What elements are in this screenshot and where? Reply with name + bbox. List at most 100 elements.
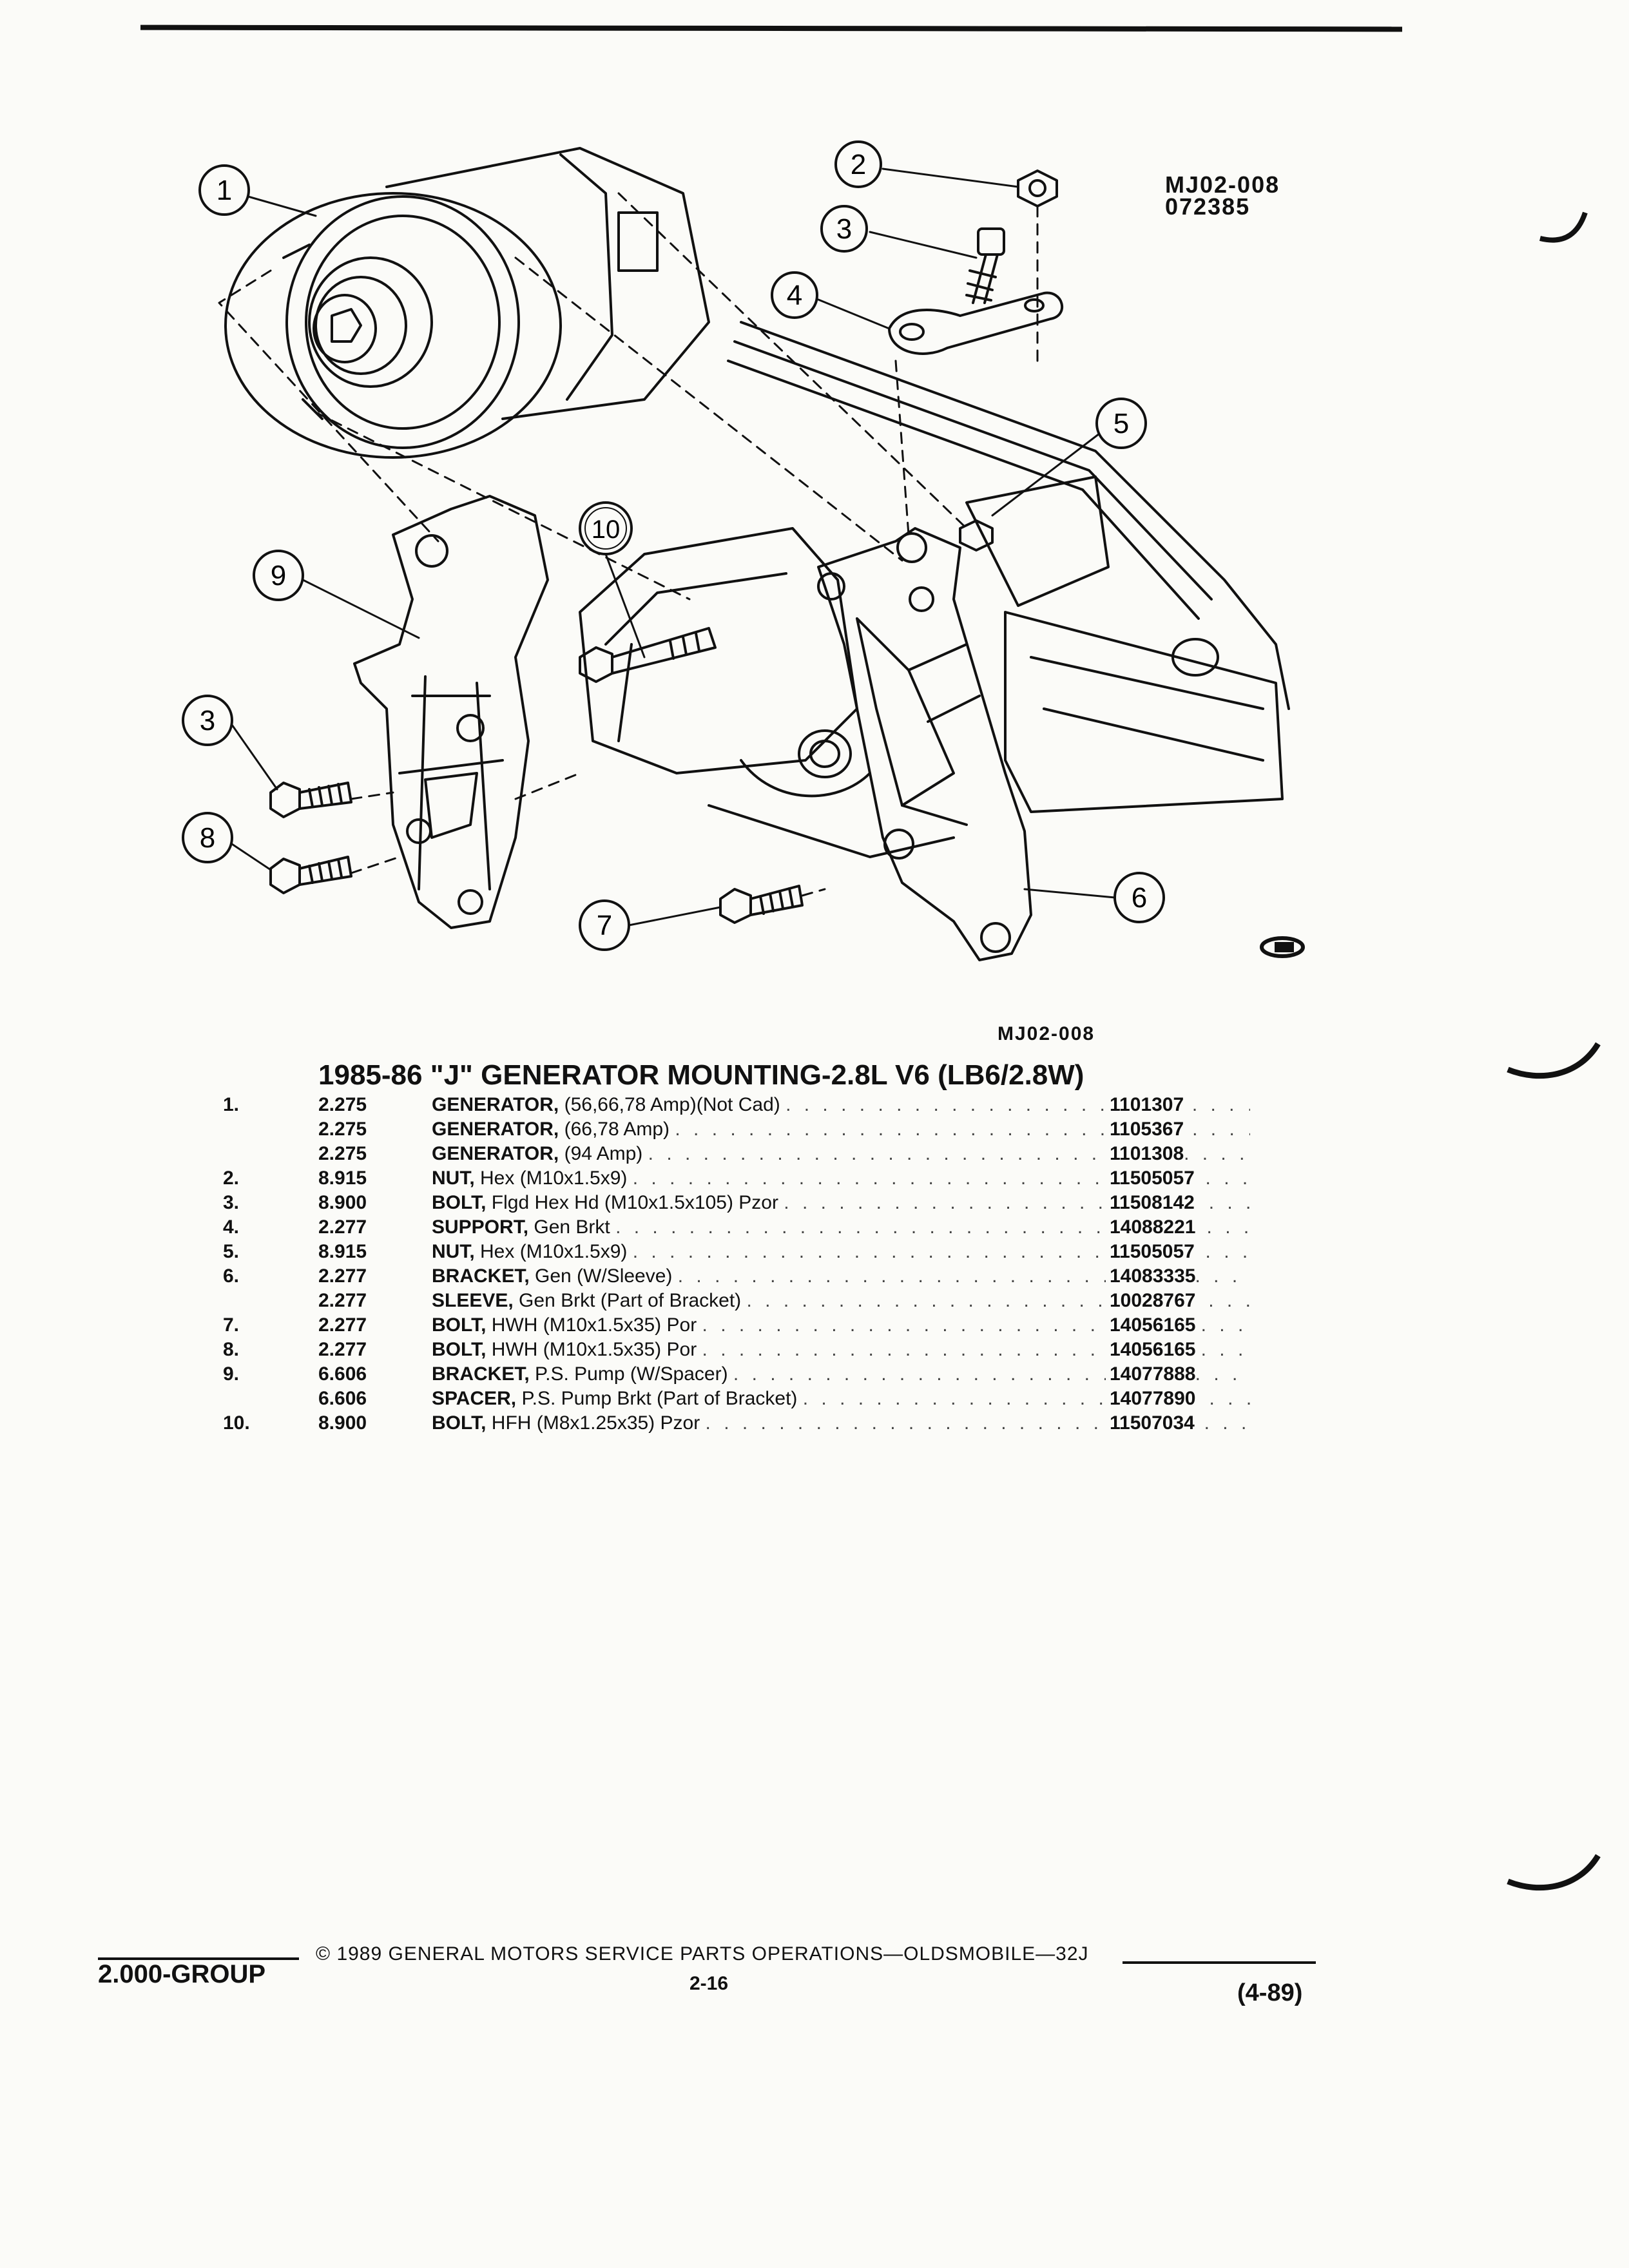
part-number: 14083335 <box>1106 1265 1196 1287</box>
part-name: GENERATOR, <box>432 1119 559 1140</box>
part-name: SPACER, <box>432 1388 517 1409</box>
engine-block-drawing <box>579 321 1290 858</box>
callout-2: 2 <box>834 140 882 188</box>
item-number: 4. <box>223 1216 240 1238</box>
item-number: 2. <box>223 1168 240 1189</box>
callout-6: 6 <box>1113 872 1165 923</box>
footer-group: 2.000-GROUP <box>98 1960 266 1988</box>
part-detail: Gen Brkt <box>528 1216 610 1238</box>
item-number: 6. <box>223 1265 240 1287</box>
part-name: NUT, <box>432 1241 475 1262</box>
nut-bolt-support-drawing <box>888 169 1063 552</box>
part-number: 14077890 <box>1106 1388 1196 1410</box>
callout-1: 1 <box>198 164 250 216</box>
callout-7: 7 <box>579 899 630 951</box>
part-detail: Flgd Hex Hd (M10x1.5x105) Pzor <box>486 1192 778 1213</box>
footer-copyright: © 1989 GENERAL MOTORS SERVICE PARTS OPER… <box>316 1943 1089 1965</box>
part-detail: (94 Amp) <box>559 1143 643 1164</box>
part-number: 11508142 <box>1106 1192 1195 1214</box>
bolts-drawing <box>269 627 804 924</box>
footer-page-number: 2-16 <box>689 1973 729 1994</box>
callout-9: 9 <box>253 550 304 601</box>
item-number: 3. <box>223 1192 240 1213</box>
callout-5: 5 <box>1095 398 1147 449</box>
margin-tick-2 <box>1507 1042 1601 1079</box>
part-number: 11505057 <box>1106 1168 1195 1189</box>
svg-text:9: 9 <box>271 560 286 591</box>
group-number: 8.900 <box>318 1412 367 1434</box>
part-name: BOLT, <box>432 1192 487 1213</box>
part-name: BOLT, <box>432 1412 487 1434</box>
part-number: 1101307 <box>1106 1094 1184 1116</box>
part-number: 10028767 <box>1106 1290 1196 1312</box>
group-number: 2.275 <box>318 1143 367 1164</box>
part-detail: Gen (W/Sleeve) <box>529 1265 673 1287</box>
part-name: BOLT, <box>432 1314 487 1336</box>
svg-text:8: 8 <box>200 822 215 854</box>
callout-4: 4 <box>771 271 818 319</box>
part-number: 14077888 <box>1106 1363 1196 1385</box>
exploded-view-lines <box>218 192 1039 897</box>
footer-date: (4-89) <box>1237 1979 1303 2006</box>
group-number: 6.606 <box>318 1388 367 1409</box>
svg-text:2: 2 <box>851 149 866 180</box>
ps-pump-bracket-drawing <box>353 495 549 929</box>
part-name: NUT, <box>432 1168 475 1189</box>
part-detail: (66,78 Amp) <box>559 1119 670 1140</box>
part-name: BOLT, <box>432 1339 487 1360</box>
parts-row: 6.606 SPACER, P.S. Pump Brkt (Part of Bra… <box>193 1388 1250 1412</box>
group-number: 8.915 <box>318 1168 367 1189</box>
svg-text:1: 1 <box>217 175 232 206</box>
group-number: 8.900 <box>318 1192 367 1213</box>
callout-3-left: 3 <box>182 695 233 746</box>
part-detail: (56,66,78 Amp)(Not Cad) <box>559 1094 780 1115</box>
group-number: 2.277 <box>318 1265 367 1287</box>
item-number: 5. <box>223 1241 240 1262</box>
svg-text:10: 10 <box>592 515 621 544</box>
part-detail: HFH (M8x1.25x35) Pzor <box>486 1412 700 1434</box>
part-detail: P.S. Pump Brkt (Part of Bracket) <box>516 1388 798 1409</box>
svg-text:3: 3 <box>836 213 852 245</box>
part-name: SLEEVE, <box>432 1290 514 1311</box>
part-detail: Gen Brkt (Part of Bracket) <box>513 1290 742 1311</box>
group-number: 2.277 <box>318 1290 367 1311</box>
callout-3-top: 3 <box>820 205 868 253</box>
part-number: 14056165 <box>1106 1339 1196 1361</box>
group-number: 8.915 <box>318 1241 367 1262</box>
part-detail: HWH (M10x1.5x35) Por <box>486 1339 697 1360</box>
group-number: 2.277 <box>318 1314 367 1336</box>
svg-text:5: 5 <box>1113 408 1129 439</box>
margin-tick-1 <box>1539 211 1588 243</box>
part-detail: Hex (M10x1.5x9) <box>474 1168 628 1189</box>
group-number: 2.277 <box>318 1339 367 1360</box>
margin-tick-3 <box>1507 1854 1601 1891</box>
part-name: GENERATOR, <box>432 1143 559 1164</box>
callout-leaders <box>231 168 1116 927</box>
gm-logo-mark <box>1260 936 1305 958</box>
figure-code: MJ02-008 <box>998 1023 1095 1044</box>
callout-10: 10 <box>579 501 633 555</box>
part-name: GENERATOR, <box>432 1094 559 1115</box>
item-number: 9. <box>223 1363 240 1385</box>
exploded-diagram: 1 2 3 4 5 6 7 8 9 10 3 <box>182 140 1588 961</box>
item-number: 7. <box>223 1314 240 1336</box>
page-title: 1985-86 "J" GENERATOR MOUNTING-2.8L V6 (… <box>318 1059 1084 1091</box>
item-number: 8. <box>223 1339 240 1360</box>
part-number: 14088221 <box>1106 1216 1196 1238</box>
part-number: 1105367 <box>1106 1119 1184 1140</box>
svg-text:3: 3 <box>200 705 215 736</box>
part-name: SUPPORT, <box>432 1216 529 1238</box>
part-detail: HWH (M10x1.5x35) Por <box>486 1314 697 1336</box>
parts-row: 3. 8.900 BOLT, Flgd Hex Hd (M10x1.5x105) P… <box>193 1192 1250 1216</box>
footer-rule-right <box>1123 1961 1316 1964</box>
